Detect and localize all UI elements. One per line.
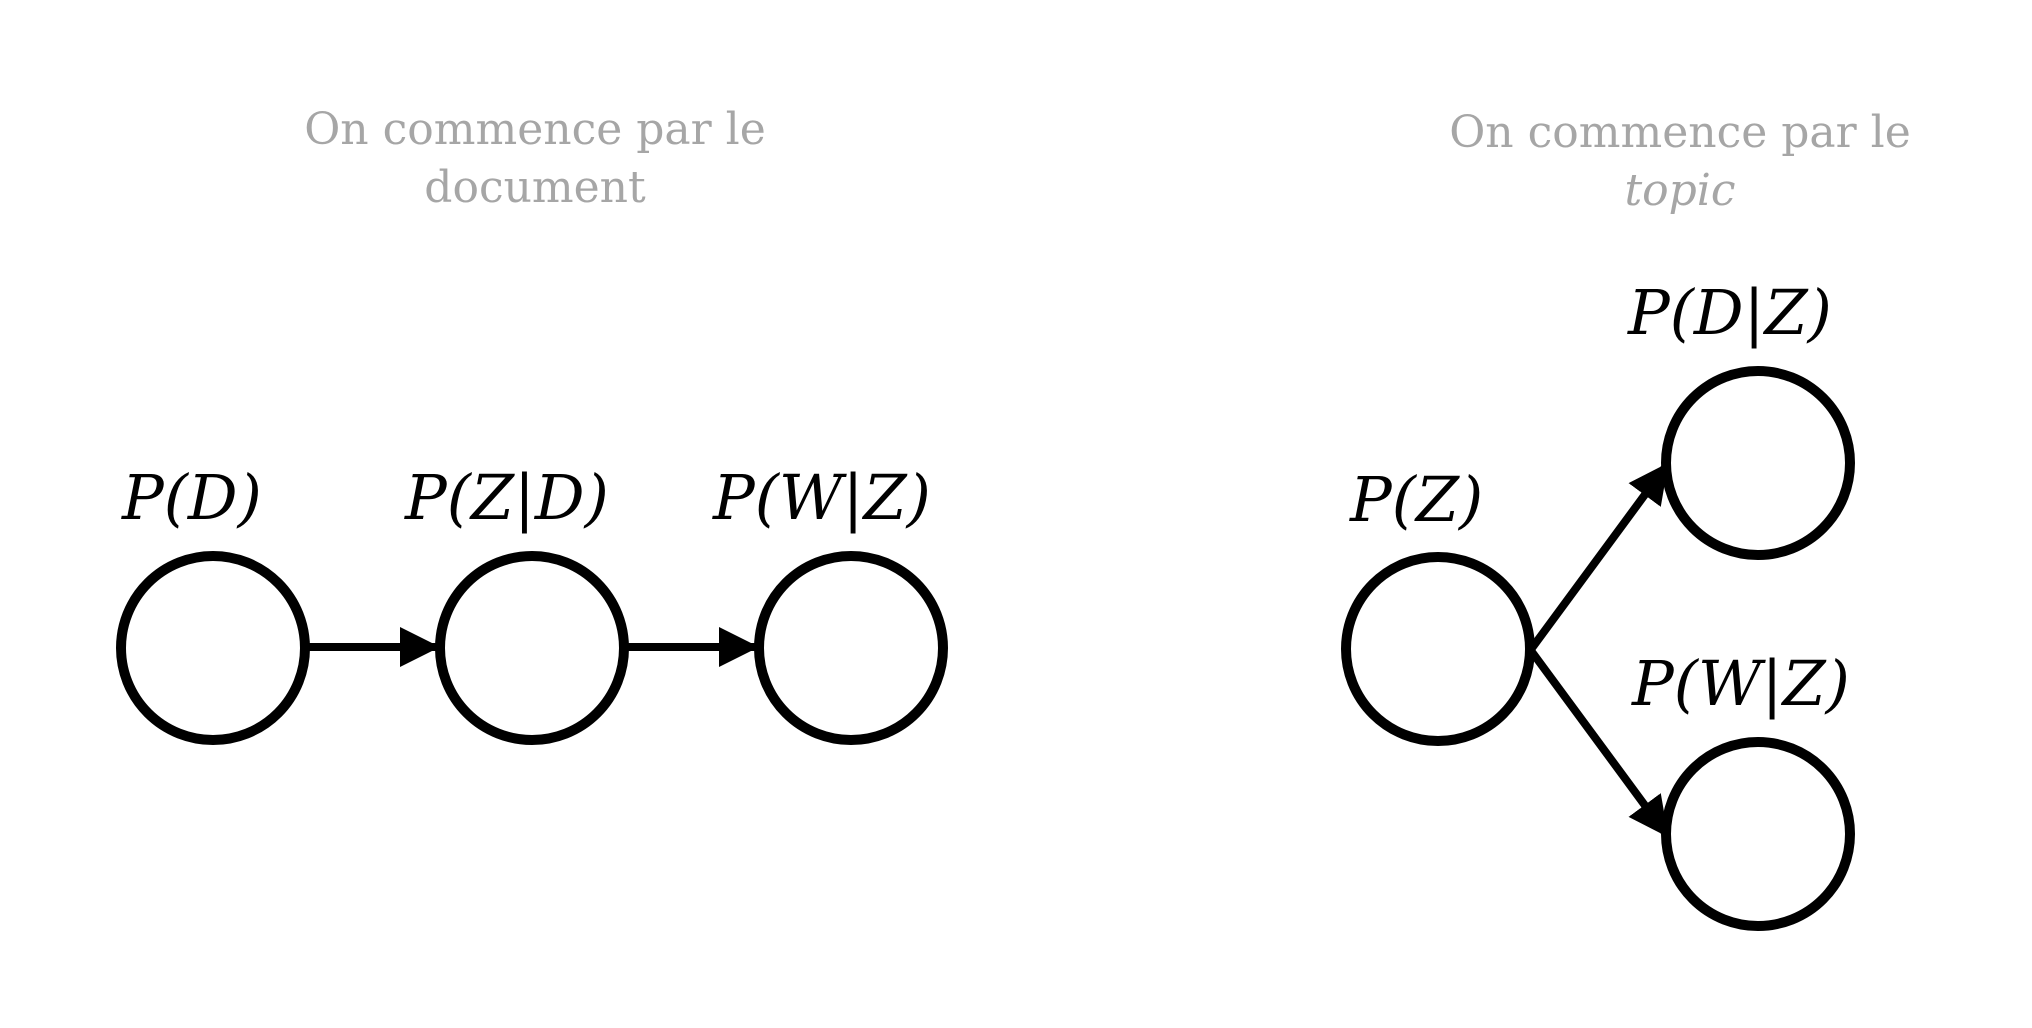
caption-right-line2: topic bbox=[1624, 165, 1736, 216]
node-document-right bbox=[1661, 366, 1855, 560]
node-word-left bbox=[754, 551, 948, 745]
label-p-z: P(Z) bbox=[1350, 463, 1484, 536]
label-p-w-given-z-right: P(W|Z) bbox=[1632, 647, 1850, 720]
label-p-d-given-z: P(D|Z) bbox=[1628, 276, 1832, 349]
label-p-w-given-z-left: P(W|Z) bbox=[713, 461, 931, 534]
label-p-d: P(D) bbox=[122, 461, 262, 534]
node-document bbox=[116, 551, 310, 745]
caption-left-line1: On commence par le bbox=[304, 104, 766, 155]
caption-document-first: On commence par le document bbox=[230, 101, 840, 217]
node-word-right bbox=[1661, 737, 1855, 931]
caption-left-line2: document bbox=[424, 162, 646, 213]
node-topic-right bbox=[1341, 552, 1535, 746]
edge-topic-to-word-right bbox=[1528, 649, 1670, 838]
node-topic-left bbox=[435, 551, 629, 745]
caption-topic-first: On commence par le topic bbox=[1375, 104, 1985, 220]
label-p-z-given-d: P(Z|D) bbox=[405, 461, 609, 534]
caption-right-line1: On commence par le bbox=[1449, 107, 1911, 158]
edge-topic-to-document bbox=[1528, 462, 1670, 651]
